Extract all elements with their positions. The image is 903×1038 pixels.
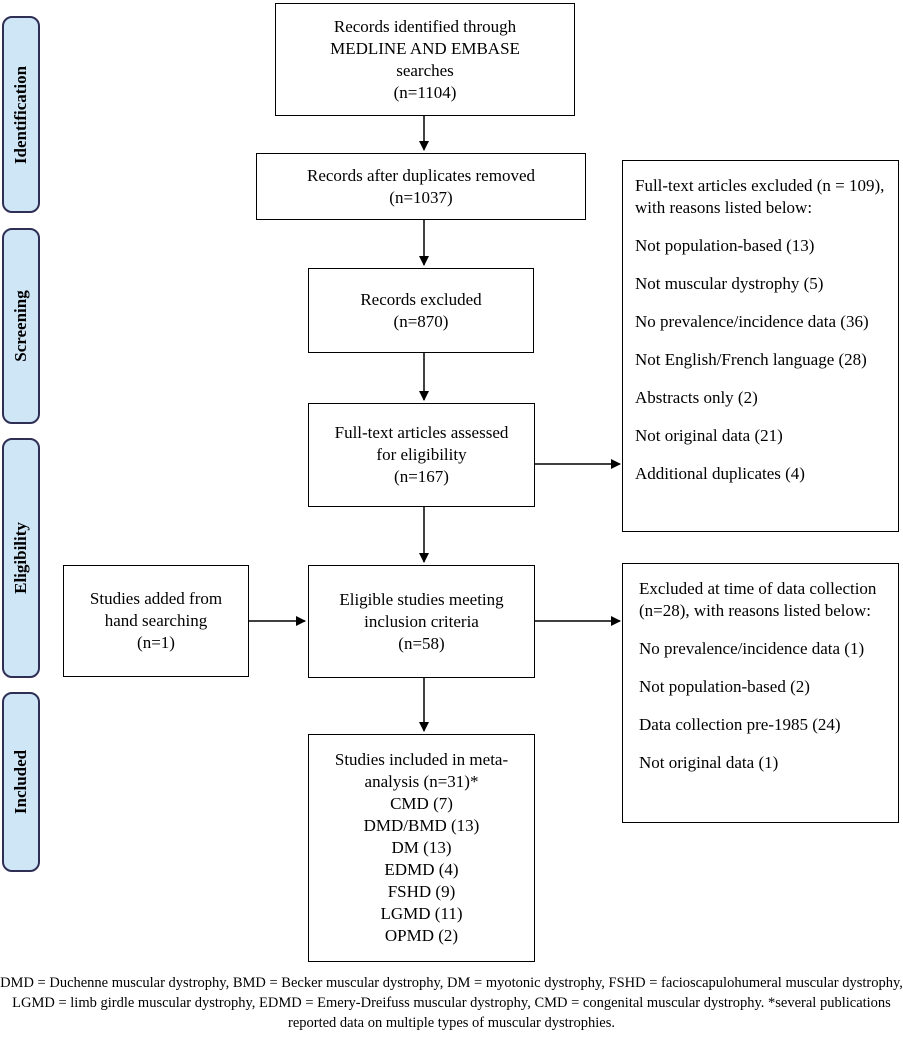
fulltext-assessed-line: Full-text articles assessed xyxy=(334,423,509,442)
included-studies-box: Studies included in meta- analysis (n=31… xyxy=(308,734,535,962)
included-studies-line: CMD (7) xyxy=(390,794,453,813)
fulltext-excluded-box: Full-text articles excluded (n = 109), w… xyxy=(622,160,899,532)
records-identified-box: Records identified through MEDLINE AND E… xyxy=(275,3,575,116)
exclusion-reason: Not original data (21) xyxy=(635,426,783,445)
eligible-studies-line: (n=58) xyxy=(398,633,445,653)
fulltext-excluded-heading: Full-text articles excluded (n = 109), w… xyxy=(635,176,885,217)
records-deduplicated-line: (n=1037) xyxy=(389,187,453,207)
records-identified-line: MEDLINE AND EMBASE xyxy=(330,38,520,58)
exclusion-reason: No prevalence/incidence data (36) xyxy=(635,312,869,331)
exclusion-reason: Not English/French language (28) xyxy=(635,350,867,369)
records-excluded-line: (n=870) xyxy=(393,311,449,331)
eligible-studies-box: Eligible studies meeting inclusion crite… xyxy=(308,565,535,678)
records-identified-line: searches xyxy=(396,60,454,80)
stage-tab-included: Included xyxy=(2,692,40,872)
included-studies-line: LGMD (11) xyxy=(380,904,463,923)
exclusion-reason: Not muscular dystrophy (5) xyxy=(635,274,824,293)
fulltext-assessed-box: Full-text articles assessed for eligibil… xyxy=(308,403,535,507)
exclusion-reason: Data collection pre-1985 (24) xyxy=(639,715,841,734)
hand-search-line: Studies added from xyxy=(89,589,223,608)
exclusion-reason: No prevalence/incidence data (1) xyxy=(639,639,865,658)
included-studies-line: DMD/BMD (13) xyxy=(363,816,480,835)
exclusion-reason: Not population-based (2) xyxy=(639,677,810,696)
stage-tab-screening: Screening xyxy=(2,228,40,424)
hand-search-line: hand searching xyxy=(104,611,208,630)
included-studies-line: FSHD (9) xyxy=(387,882,456,901)
included-studies-line: Studies included in meta- xyxy=(334,750,509,769)
fulltext-assessed-line: for eligibility xyxy=(376,445,467,464)
included-studies-line: analysis (n=31)* xyxy=(364,772,479,791)
eligible-studies-line: inclusion criteria xyxy=(364,611,479,631)
fulltext-assessed-line: (n=167) xyxy=(394,467,449,486)
exclusion-reason: Additional duplicates (4) xyxy=(635,464,805,483)
included-studies-line: OPMD (2) xyxy=(384,926,459,945)
records-identified-line: Records identified through xyxy=(333,16,517,36)
included-studies-line: DM (13) xyxy=(391,838,452,857)
included-studies-line: EDMD (4) xyxy=(384,860,459,879)
abbreviations-footnote: DMD = Duchenne muscular dystrophy, BMD =… xyxy=(0,975,903,1031)
collection-excluded-heading: Excluded at time of data collection (n=2… xyxy=(639,579,877,620)
records-identified-line: (n=1104) xyxy=(393,82,457,102)
eligible-studies-line: Eligible studies meeting xyxy=(339,589,504,609)
records-deduplicated-box: Records after duplicates removed (n=1037… xyxy=(256,153,586,220)
stage-tab-identification: Identification xyxy=(2,16,40,213)
exclusion-reason: Not original data (1) xyxy=(639,753,779,772)
collection-excluded-box: Excluded at time of data collection (n=2… xyxy=(622,563,899,823)
exclusion-reason: Not population-based (13) xyxy=(635,236,815,255)
stage-tab-eligibility: Eligibility xyxy=(2,438,40,678)
exclusion-reason: Abstracts only (2) xyxy=(635,388,758,407)
hand-search-box: Studies added from hand searching (n=1) xyxy=(63,565,249,677)
hand-search-line: (n=1) xyxy=(137,633,175,652)
records-excluded-box: Records excluded (n=870) xyxy=(308,268,534,353)
records-excluded-line: Records excluded xyxy=(360,289,482,309)
records-deduplicated-line: Records after duplicates removed xyxy=(307,165,535,185)
